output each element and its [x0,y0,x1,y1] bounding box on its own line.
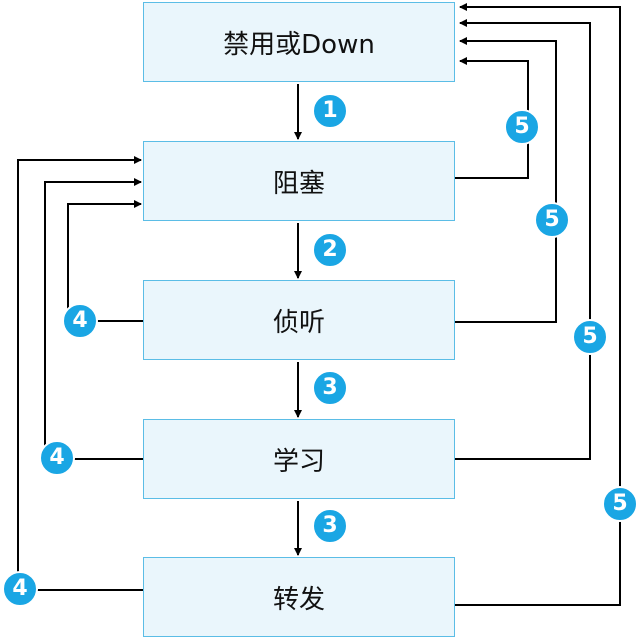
step-badge-disabled-to-blocking: 1 [312,93,348,129]
state-box-learning: 学习 [143,419,455,499]
step-badge-learning-to-blocking: 4 [39,440,75,476]
arrow-forwarding-to-disabled [455,3,621,606]
step-badge-forwarding-to-blocking: 4 [2,571,38,607]
state-box-listening: 侦听 [143,280,455,360]
state-box-disabled: 禁用或Down [143,2,455,82]
arrow-learning-to-disabled [455,19,591,460]
state-label-listening: 侦听 [272,307,325,338]
step-badge-listening-to-disabled: 5 [534,202,570,238]
arrow-learning-to-blocking [44,178,143,460]
step-badge-blocking-to-listening: 2 [312,232,348,268]
step-badge-forwarding-to-disabled: 5 [602,486,638,522]
step-badge-learning-to-disabled: 5 [572,319,608,355]
step-badge-listening-to-learning: 3 [312,370,348,406]
arrow-listening-to-blocking [67,200,143,322]
state-label-blocking: 阻塞 [272,168,325,199]
state-box-forwarding: 转发 [143,557,455,637]
arrow-listening-to-disabled [455,37,557,323]
state-label-learning: 学习 [272,446,325,477]
step-badge-listening-to-blocking: 4 [62,303,98,339]
step-badge-learning-to-forwarding: 3 [312,508,348,544]
state-label-forwarding: 转发 [272,584,325,615]
state-label-disabled: 禁用或Down [223,29,375,60]
state-box-blocking: 阻塞 [143,141,455,221]
arrow-forwarding-to-blocking [17,156,143,591]
step-badge-blocking-to-disabled: 5 [504,109,540,145]
